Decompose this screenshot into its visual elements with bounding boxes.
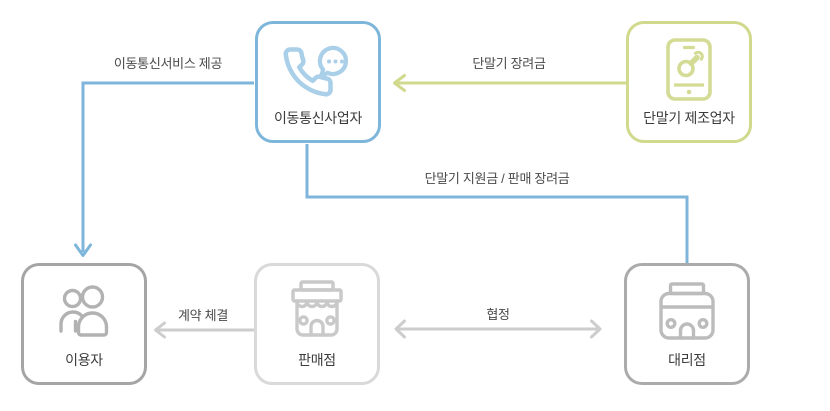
node-device-manufacturer: 단말기 제조업자 xyxy=(626,21,752,143)
shop-icon xyxy=(627,274,747,348)
node-mobile-carrier: 이동통신사업자 xyxy=(255,21,381,143)
node-label: 대리점 xyxy=(668,352,706,368)
edge-label-agreement: 협정 xyxy=(486,307,510,322)
smartphone-wrench-icon xyxy=(629,32,749,106)
connector-device-incentive xyxy=(393,74,626,92)
connector-subsidy-incentive xyxy=(305,144,689,263)
node-label: 이동통신사업자 xyxy=(273,110,363,126)
edge-label-contract: 계약 체결 xyxy=(178,308,228,323)
node-label: 이용자 xyxy=(65,352,103,368)
node-label: 판매점 xyxy=(298,352,336,368)
edge-label-device-incentive: 단말기 장려금 xyxy=(472,56,546,71)
node-label: 단말기 제조업자 xyxy=(643,110,735,126)
phone-chat-icon xyxy=(258,32,378,106)
edge-label-service-provision: 이동통신서비스 제공 xyxy=(113,56,223,71)
connector-service-provision xyxy=(74,81,254,257)
connector-contract xyxy=(154,321,254,339)
node-user: 이용자 xyxy=(21,263,147,385)
node-agency: 대리점 xyxy=(624,263,750,385)
storefront-icon xyxy=(257,274,377,348)
node-retail-store: 판매점 xyxy=(254,263,380,385)
edge-label-subsidy-incentive: 단말기 지원금 / 판매 장려금 xyxy=(424,171,570,186)
users-icon xyxy=(24,274,144,348)
connector-agreement xyxy=(394,319,602,339)
